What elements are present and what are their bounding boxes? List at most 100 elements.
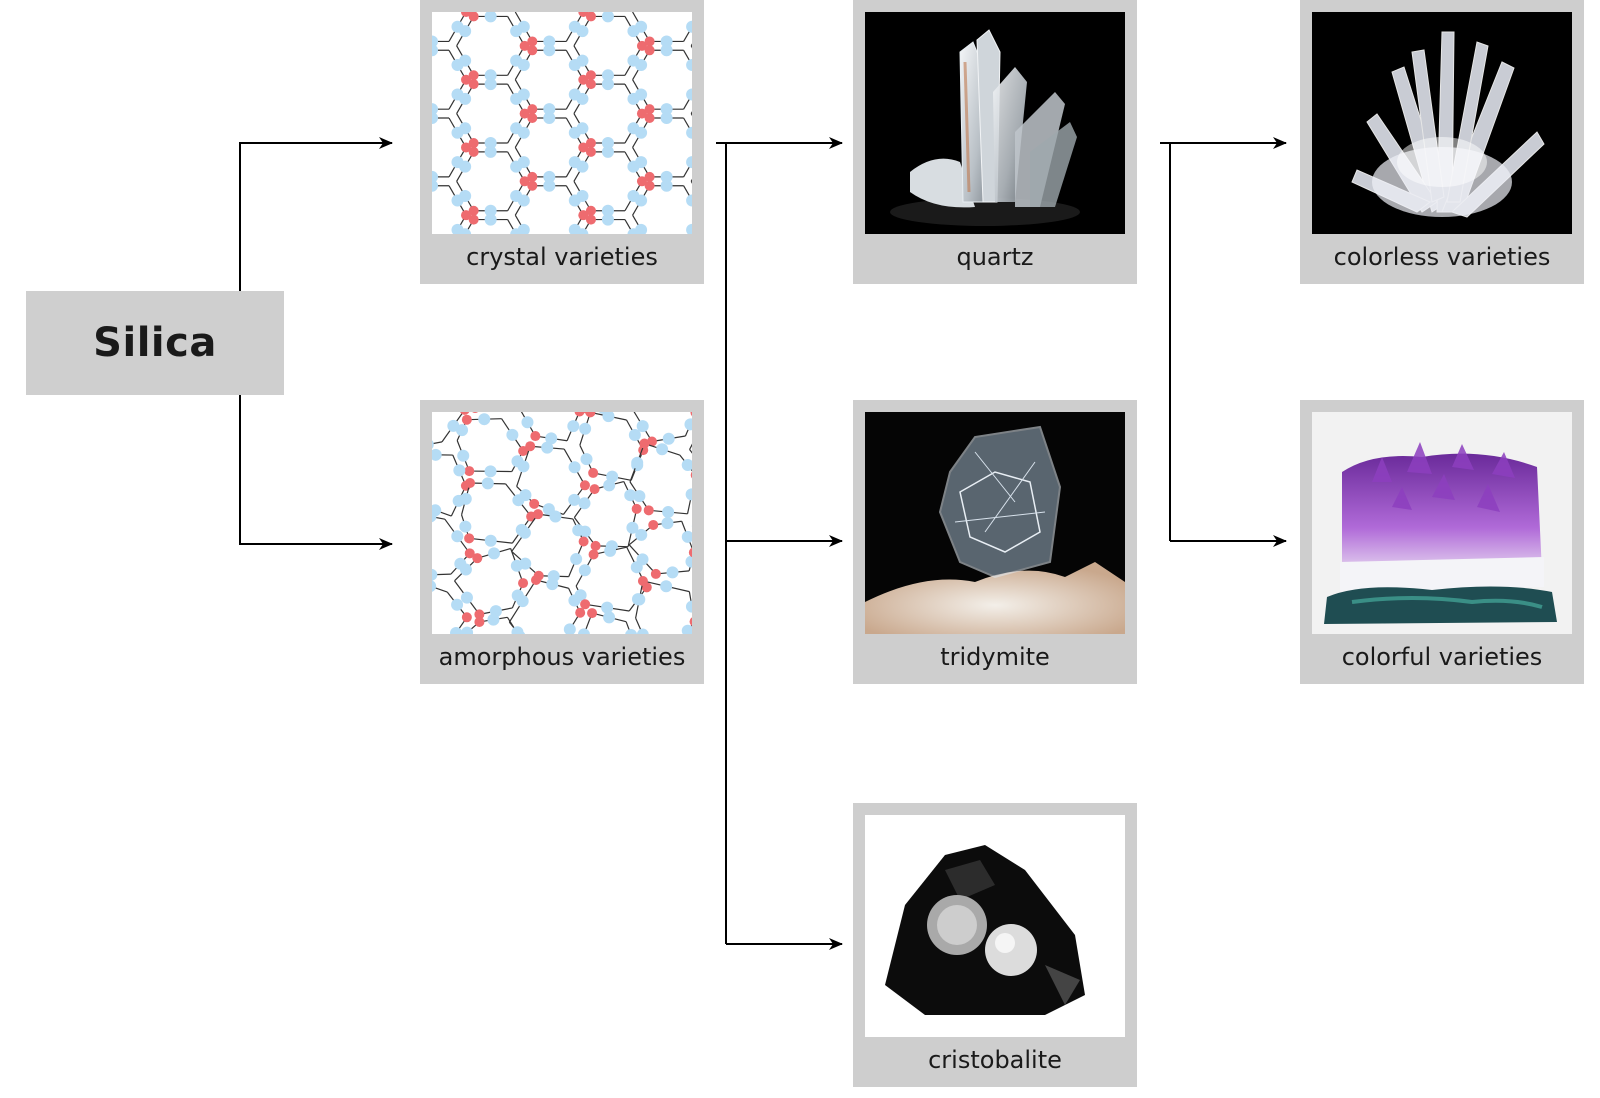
colorless-varieties-card: colorless varieties — [1300, 0, 1584, 284]
silicon-atom — [472, 553, 483, 564]
colorless-varieties-label: colorless varieties — [1333, 243, 1551, 271]
oxygen-atom — [579, 422, 592, 435]
oxygen-atom — [517, 126, 530, 139]
colorful-varieties-card: colorful varieties — [1300, 400, 1584, 684]
silicon-atom — [688, 547, 692, 558]
silicon-atom — [468, 138, 479, 149]
silicon-atom — [527, 104, 538, 115]
silicon-atom — [474, 609, 485, 620]
oxygen-atom — [633, 490, 646, 503]
bond-line — [432, 586, 448, 593]
silicon-atom — [585, 138, 596, 149]
oxygen-atom — [686, 126, 692, 139]
oxygen-atom — [517, 194, 530, 207]
oxygen-atom — [456, 424, 469, 437]
silicon-atom — [585, 146, 596, 157]
amorphous-varieties-label: amorphous varieties — [438, 643, 686, 671]
silicon-atom — [472, 412, 479, 413]
silicon-atom — [644, 113, 655, 124]
silica-label: Silica — [93, 320, 217, 366]
oxygen-atom — [580, 453, 593, 466]
bond-line — [432, 573, 451, 576]
silicon-atom — [464, 466, 475, 477]
oxygen-atom — [506, 428, 519, 441]
oxygen-atom — [572, 524, 585, 537]
silicon-atom — [579, 480, 590, 491]
oxygen-atom — [601, 145, 614, 158]
oxygen-atom — [568, 594, 581, 607]
silicon-atom — [636, 108, 647, 119]
oxygen-atom — [460, 591, 473, 604]
bond-line — [683, 93, 692, 110]
tridymite-card: tridymite — [853, 400, 1137, 684]
oxygen-atom — [568, 59, 581, 72]
cristobalite-card: cristobalite — [853, 803, 1137, 1087]
silicon-atom — [585, 70, 596, 81]
bond-line — [432, 441, 443, 445]
silicon-atom — [644, 171, 655, 182]
oxygen-atom — [681, 530, 692, 543]
oxygen-atom — [601, 69, 614, 82]
oxygen-atom — [484, 12, 497, 23]
silicon-atom — [527, 45, 538, 56]
arrow-silica-to-amorphous — [239, 395, 393, 550]
quartz-crystal-photo-icon — [865, 12, 1125, 234]
silicon-atom — [461, 74, 471, 85]
oxygen-atom — [432, 580, 437, 592]
oxygen-atom — [635, 156, 648, 169]
bond-line — [624, 219, 634, 234]
silicon-atom — [518, 446, 529, 457]
silicon-atom — [468, 214, 479, 225]
oxygen-atom — [666, 566, 679, 579]
bond-line — [683, 25, 692, 42]
oxygen-atom — [604, 544, 617, 557]
oxygen-atom — [686, 223, 692, 234]
oxygen-atom — [576, 25, 589, 38]
oxygen-atom — [543, 44, 556, 57]
oxygen-atom — [568, 493, 581, 506]
oxygen-atom — [686, 88, 692, 101]
silicon-atom — [519, 108, 530, 119]
oxygen-atom — [518, 526, 531, 539]
oxygen-atom — [459, 492, 472, 505]
silicon-atom — [575, 607, 586, 618]
silicon-atom — [585, 214, 596, 225]
silicon-atom — [461, 210, 471, 221]
silicon-atom — [468, 70, 479, 81]
oxygen-atom — [684, 418, 692, 431]
oxygen-atom — [578, 497, 591, 510]
oxygen-atom — [543, 35, 556, 48]
oxygen-atom — [656, 443, 669, 456]
oxygen-atom — [685, 488, 692, 501]
silicon-atom — [588, 467, 599, 478]
silicon-atom — [578, 12, 589, 17]
oxygen-atom — [543, 103, 556, 116]
oxygen-atom — [578, 564, 591, 577]
oxygen-atom — [521, 416, 534, 429]
oxygen-atom — [478, 413, 491, 426]
oxygen-atom — [517, 460, 530, 473]
oxygen-atom — [459, 563, 472, 576]
oxygen-atom — [624, 489, 637, 502]
silicon-atom — [461, 142, 471, 153]
amethyst-geode-photo-icon — [1312, 412, 1572, 634]
oxygen-atom — [432, 179, 438, 192]
oxygen-atom — [603, 611, 616, 624]
oxygen-atom — [686, 20, 692, 33]
oxygen-atom — [432, 448, 442, 461]
oxygen-atom — [484, 204, 497, 217]
amorphous-network-diagram-icon — [432, 412, 692, 634]
crystal-varieties-card: crystal varieties — [420, 0, 704, 284]
bond-line — [583, 612, 593, 634]
oxygen-atom — [635, 194, 648, 207]
silicon-atom — [637, 575, 648, 586]
quartz-label: quartz — [956, 243, 1034, 271]
oxygen-atom — [636, 628, 649, 634]
oxygen-atom — [451, 530, 464, 543]
bond-line — [683, 117, 692, 134]
silicon-atom — [588, 549, 599, 560]
cristobalite-label: cristobalite — [928, 1046, 1062, 1074]
oxygen-atom — [626, 521, 639, 534]
oxygen-atom — [686, 59, 692, 71]
